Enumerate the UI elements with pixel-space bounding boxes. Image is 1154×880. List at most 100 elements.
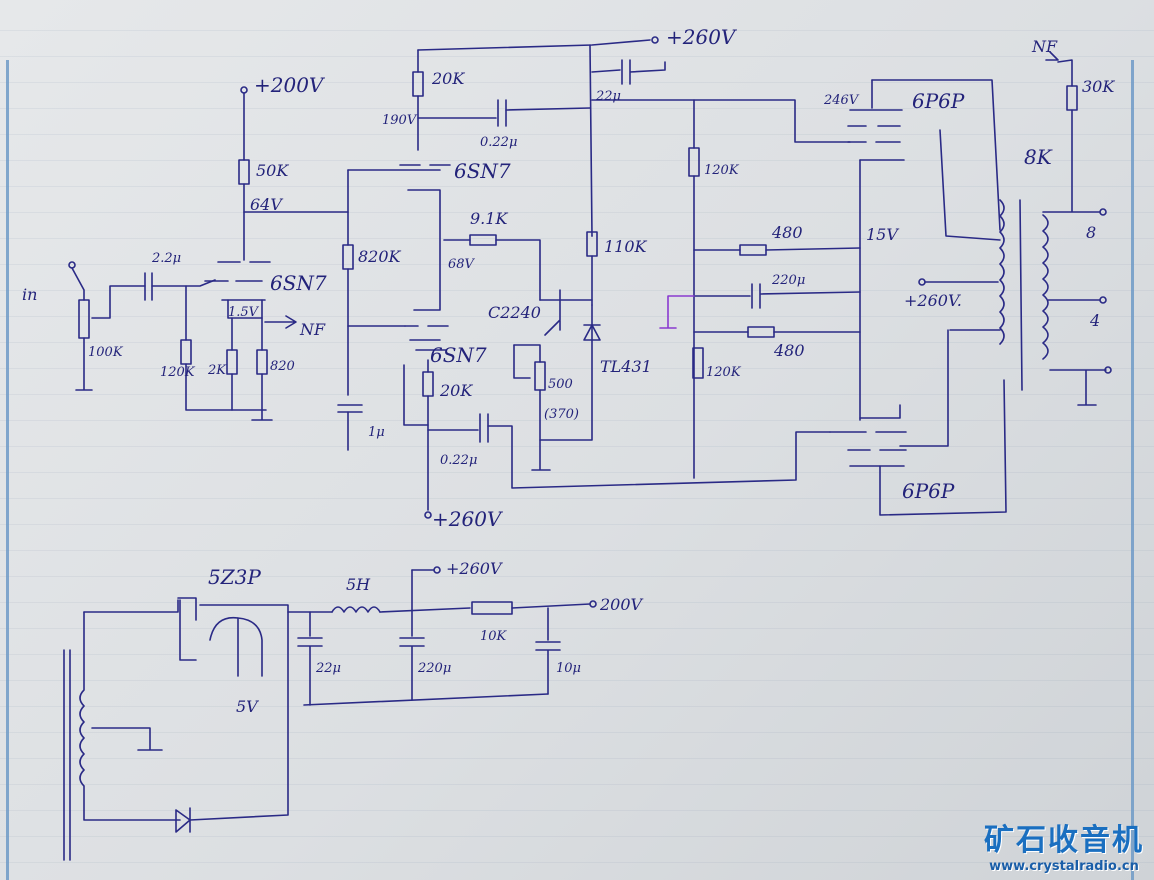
label-c-220u-bias: 220μ (771, 273, 805, 288)
paper-rule-line (0, 30, 1154, 31)
resistor-30k (1066, 85, 1078, 111)
paper-rule-line (0, 732, 1154, 733)
label-v-15: 1.5V (228, 305, 260, 320)
label-v-190: 190V (382, 113, 418, 128)
paper-rule-line (0, 134, 1154, 135)
tube2-body (407, 189, 441, 311)
out-tube-top-plate (849, 79, 903, 111)
watermark-title: 矿石收音机 (984, 823, 1144, 858)
label-r-110k: 110K (604, 237, 648, 256)
psu-200-terminal (589, 600, 597, 608)
cap-220u-bias (693, 283, 861, 309)
label-r-91k: 9.1K (470, 209, 508, 228)
watermark: 矿石收音机 www.crystalradio.cn (984, 815, 1144, 874)
label-r-20k-mid: 20K (439, 381, 473, 400)
label-r-120k-grid: 120K (160, 365, 196, 380)
paper-rule-line (0, 446, 1154, 447)
label-psu-200: 200V (599, 595, 644, 614)
label-v-246: 246V (823, 93, 860, 108)
psu-260-terminal (433, 566, 441, 574)
label-rectifier: 5Z3P (208, 565, 261, 589)
label-tube1: 6SN7 (270, 271, 327, 295)
paper-rule-line (0, 758, 1154, 759)
pt-core (63, 649, 71, 861)
label-nf: NF (299, 320, 326, 339)
input-cap (144, 272, 153, 301)
tap-4-terminal (1099, 296, 1107, 304)
cap-22u-psu (297, 611, 323, 706)
paper-rule-line (0, 836, 1154, 837)
label-c-220u-psu: 220μ (417, 661, 451, 676)
label-heater-5v: 5V (236, 697, 259, 716)
paper-rule-line (0, 498, 1154, 499)
label-c-022-top: 0.22μ (480, 135, 517, 150)
regulator (513, 44, 666, 471)
paper-rule-line (0, 810, 1154, 811)
tl431-symbol (583, 324, 601, 341)
cap-022-top (497, 99, 507, 127)
paper-margin-right (1131, 60, 1134, 880)
resistor-820k (342, 244, 354, 270)
resistor-20k-top (412, 71, 424, 97)
paper-rule-line (0, 706, 1154, 707)
paper-rule-line (0, 862, 1154, 863)
label-choke: 5H (346, 575, 371, 594)
label-r-50k: 50K (256, 161, 289, 180)
watermark-url: www.crystalradio.cn (989, 859, 1139, 874)
cap-1u (337, 404, 363, 413)
resistor-20k-mid (422, 371, 434, 397)
label-c-022-bot: 0.22μ (440, 453, 477, 468)
paper-rule-line (0, 602, 1154, 603)
label-c-1u: 1μ (368, 425, 385, 440)
label-b-plus: +260V. (904, 291, 962, 310)
paper-rule-line (0, 550, 1154, 551)
paper-rule-line (0, 238, 1154, 239)
nf-arrow (264, 315, 297, 329)
ot-secondary (1042, 214, 1049, 360)
tap-0-terminal (1104, 366, 1112, 374)
label-tube2: 6SN7 (454, 159, 511, 183)
label-transistor: C2240 (488, 303, 541, 322)
label-c-22u: 22μ (595, 89, 621, 104)
label-tap-4: 4 (1089, 311, 1100, 330)
nf-top-arrow (1045, 51, 1073, 87)
label-r-30k: 30K (1082, 77, 1115, 96)
labels: +260V +200V in NF NF 100K 2.2μ 50K 64V 6… (22, 25, 1115, 716)
label-v-68: 68V (448, 257, 476, 272)
label-c-22u-psu: 22μ (315, 661, 341, 676)
label-r-in-pot: 100K (88, 345, 124, 360)
label-psu-260: +260V (446, 559, 503, 578)
resistor-120k-a (688, 147, 700, 177)
b200-terminal (240, 86, 248, 94)
label-v-15b: 15V (866, 225, 899, 244)
input-pot-100k (78, 299, 90, 339)
resistor-480-b (747, 326, 775, 338)
paper-rule-line (0, 394, 1154, 395)
label-r-480-a: 480 (771, 223, 803, 242)
rectifier-tube (177, 597, 197, 661)
paper-rule-line (0, 264, 1154, 265)
paper-rule-line (0, 186, 1154, 187)
label-tap-8: 8 (1086, 223, 1096, 242)
ot-core (1019, 199, 1023, 391)
label-tl431: TL431 (600, 357, 652, 376)
pot-500 (534, 361, 546, 391)
resistor-120k-b (692, 347, 704, 379)
input-terminal (68, 261, 76, 269)
ot-primary (999, 199, 1005, 345)
power-supply (63, 566, 597, 861)
resistor-820 (256, 349, 268, 375)
output-stage (829, 51, 1112, 516)
pt-secondary (79, 611, 181, 821)
label-supply-200: +200V (254, 73, 326, 97)
diode (175, 807, 191, 833)
label-c-in: 2.2μ (151, 251, 181, 266)
label-supply-bot: +260V (432, 507, 504, 531)
label-in: in (22, 285, 37, 304)
cap-022-bot (479, 413, 489, 443)
paper-rule-line (0, 576, 1154, 577)
bias-network (591, 99, 861, 479)
cap-10u (535, 607, 561, 695)
label-r-120k-a: 120K (704, 163, 740, 178)
